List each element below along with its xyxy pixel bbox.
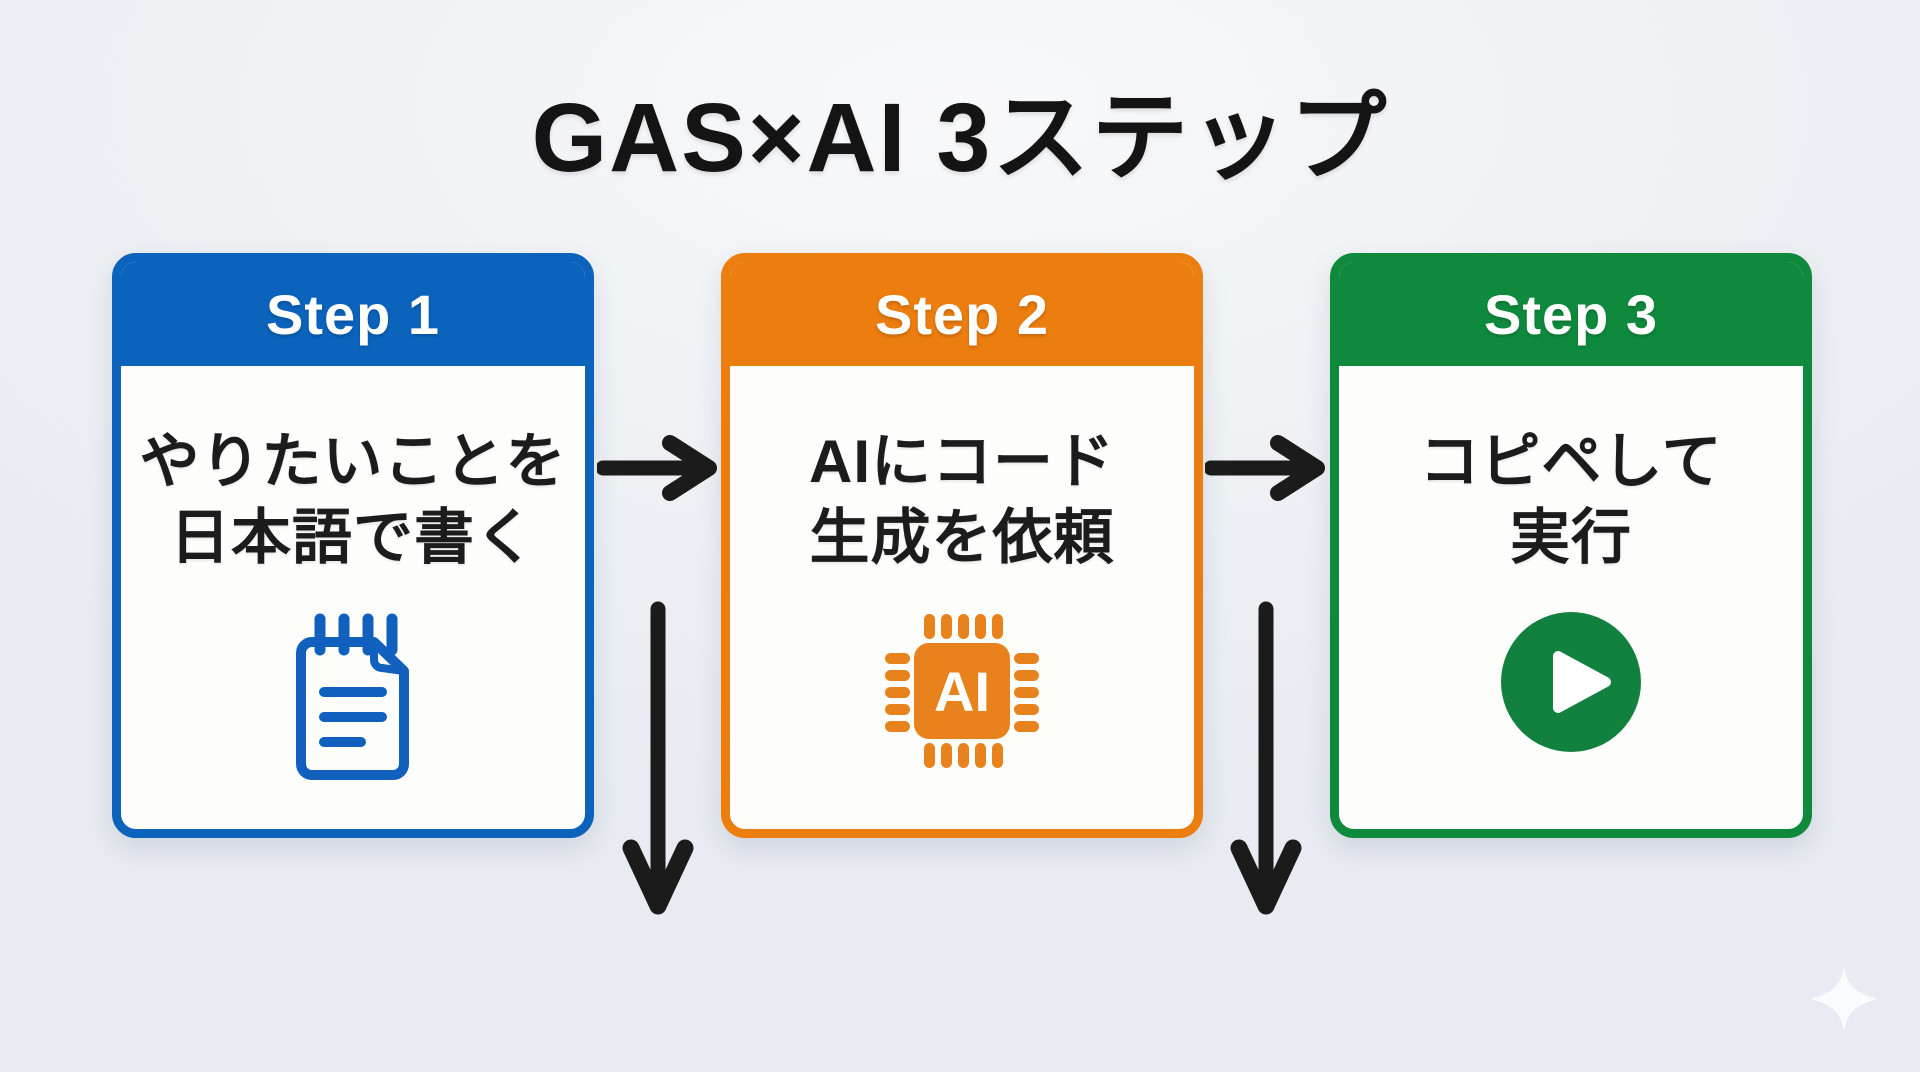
step-card-1: Step 1 やりたいことを 日本語で書く (112, 253, 594, 838)
step-2-header: Step 2 (730, 262, 1194, 366)
arrow-right-icon-1 (597, 434, 721, 502)
ai-chip-icon: AI (881, 610, 1043, 772)
step-3-line-2: 実行 (1509, 504, 1632, 571)
step-3-line-1: コピペして (1419, 428, 1723, 495)
ai-chip-label: AI (934, 660, 990, 723)
step-2-line-2: 生成を依頼 (809, 504, 1115, 571)
play-icon (1499, 610, 1643, 754)
step-1-header: Step 1 (121, 262, 585, 366)
arrow-right-icon-2 (1205, 434, 1329, 502)
step-1-label: Step 1 (265, 282, 441, 346)
step-1-description: やりたいことを 日本語で書く (140, 424, 567, 576)
step-3-header: Step 3 (1339, 262, 1803, 366)
step-2-line-1: AIにコード (809, 428, 1115, 495)
arrow-down-icon-2 (1226, 600, 1306, 922)
step-1-line-2: 日本語で書く (170, 504, 536, 571)
page-title: GAS×AI 3ステップ (531, 83, 1389, 192)
step-2-description: AIにコード 生成を依頼 (809, 424, 1115, 576)
step-2-body: AIにコード 生成を依頼 (730, 366, 1194, 772)
notepad-icon (287, 610, 419, 784)
step-3-body: コピペして 実行 (1339, 366, 1803, 754)
step-card-2: Step 2 AIにコード 生成を依頼 (721, 253, 1203, 838)
step-3-description: コピペして 実行 (1419, 424, 1722, 576)
step-3-label: Step 3 (1483, 282, 1659, 346)
sparkle-icon (1810, 965, 1878, 1033)
step-card-3: Step 3 コピペして 実行 (1330, 253, 1812, 838)
arrow-down-icon-1 (618, 600, 698, 922)
step-1-line-1: やりたいことを (139, 428, 567, 495)
step-1-body: やりたいことを 日本語で書く (121, 366, 585, 784)
step-2-label: Step 2 (874, 282, 1050, 346)
